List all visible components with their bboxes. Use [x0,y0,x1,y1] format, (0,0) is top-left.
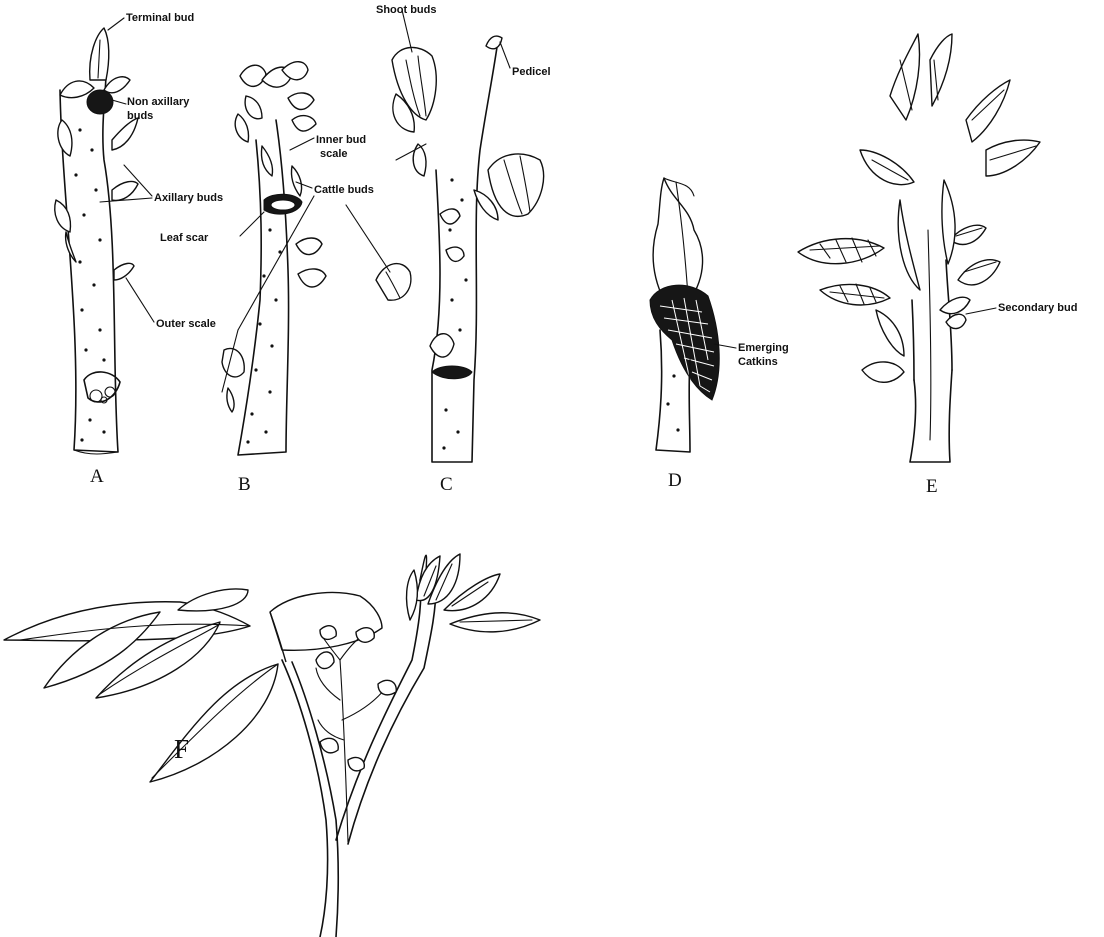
label-leaf-scar: Leaf scar [160,232,208,245]
label-terminal-bud: Terminal bud [126,12,194,25]
panel-label-b: B [238,474,251,496]
label-pedicel: Pedicel [512,66,551,79]
shoot-f [4,554,540,937]
label-cattle-buds: Cattle buds [314,184,374,197]
outer-scale-shape [222,348,244,377]
panel-label-f: F [174,734,189,765]
label-inner-bud-scale-line2: scale [320,148,348,161]
label-shoot-buds: Shoot buds [376,4,437,17]
panel-label-e: E [926,476,938,498]
secondary-bud-shape [946,314,966,328]
twig-a [55,18,154,454]
label-inner-bud-scale-line1: Inner bud [316,134,366,147]
label-non-axillary-buds-line1: Non axillary [127,96,189,109]
label-secondary-bud: Secondary bud [998,302,1077,315]
label-non-axillary-buds-line2: buds [127,110,153,123]
panel-label-a: A [90,466,104,488]
label-emerging-catkins-line1: Emerging [738,342,789,355]
label-axillary-buds: Axillary buds [154,192,223,205]
non-axillary-bud-shape [87,90,113,114]
panel-label-d: D [668,470,682,492]
large-leaf [150,664,278,782]
bud-d [650,178,736,452]
shoot-e [798,34,1040,462]
twig-b [222,62,326,455]
panel-label-c: C [440,474,453,496]
label-outer-scale: Outer scale [156,318,216,331]
label-emerging-catkins-line2: Catkins [738,356,778,369]
